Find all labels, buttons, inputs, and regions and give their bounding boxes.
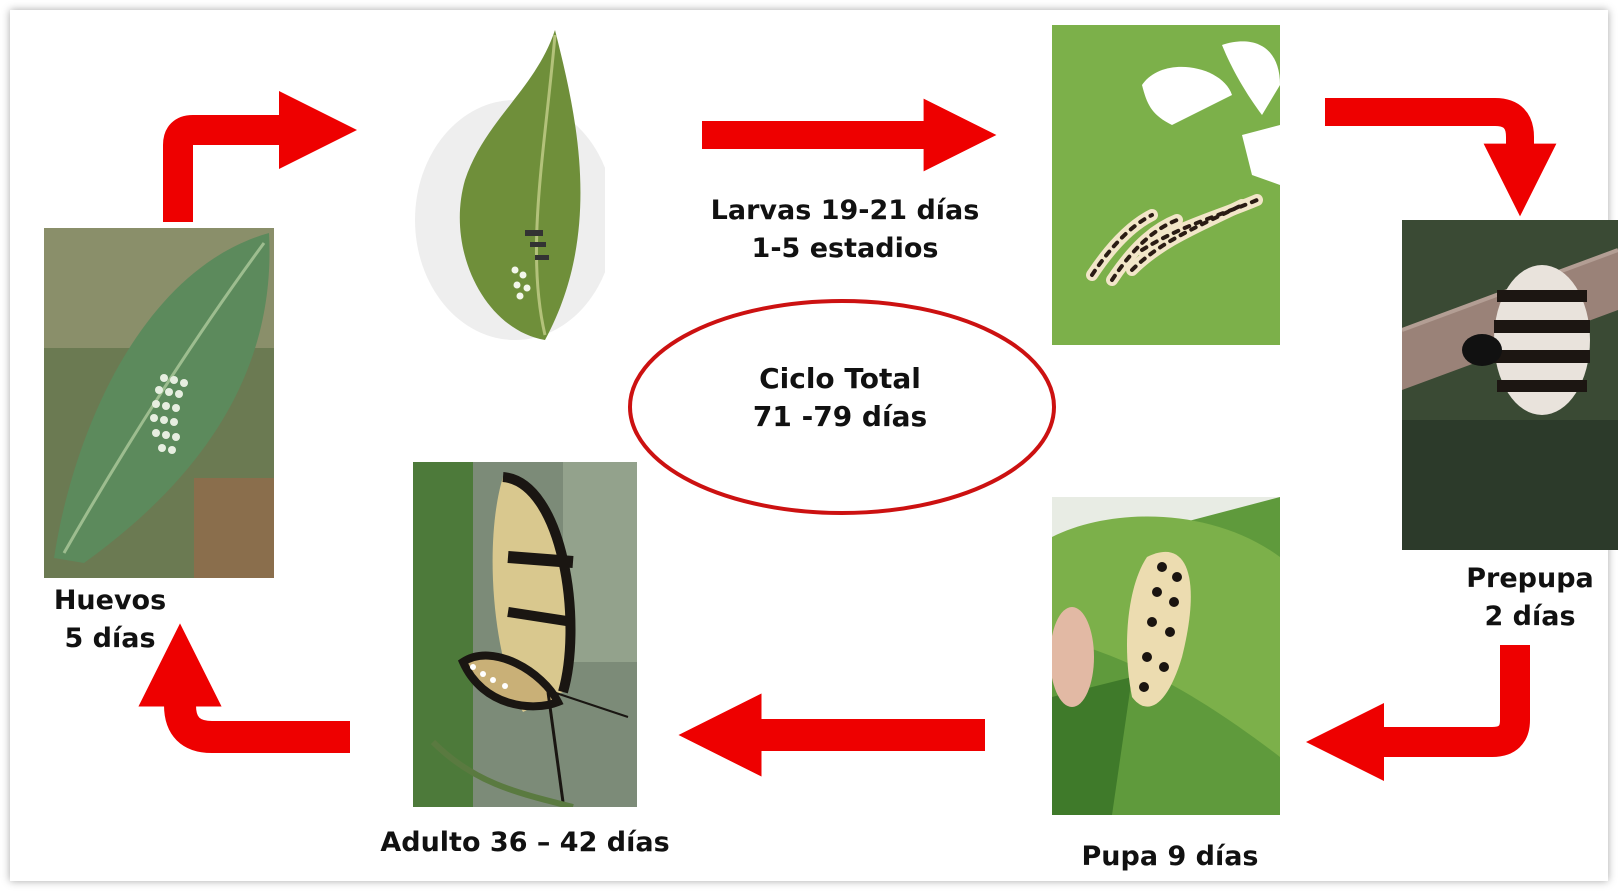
- adult-label: Adulto 36 – 42 días: [375, 824, 675, 862]
- total-cycle-line2: 71 -79 días: [640, 398, 1040, 436]
- larvae-photo: [1052, 25, 1280, 345]
- larvae-label-line1: Larvas 19-21 días: [700, 192, 990, 230]
- pupa-label: Pupa 9 días: [1070, 838, 1270, 876]
- total-cycle-line1: Ciclo Total: [640, 360, 1040, 398]
- eggs-label: Huevos 5 días: [40, 582, 180, 658]
- leaf-eggs-photo: [405, 30, 605, 345]
- prepupa-photo: [1402, 220, 1618, 550]
- eggs-photo: [44, 228, 274, 578]
- larvae-label: Larvas 19-21 días 1-5 estadios: [700, 192, 990, 268]
- pupa-label-line1: Pupa 9 días: [1070, 838, 1270, 876]
- adult-photo: [413, 462, 637, 807]
- prepupa-label-line1: Prepupa: [1455, 560, 1605, 598]
- prepupa-label-line2: 2 días: [1455, 598, 1605, 636]
- eggs-label-line1: Huevos: [40, 582, 180, 620]
- pupa-photo: [1052, 497, 1280, 815]
- adult-label-line1: Adulto 36 – 42 días: [375, 824, 675, 862]
- eggs-label-line2: 5 días: [40, 620, 180, 658]
- prepupa-label: Prepupa 2 días: [1455, 560, 1605, 636]
- total-cycle-label: Ciclo Total 71 -79 días: [640, 360, 1040, 436]
- larvae-label-line2: 1-5 estadios: [700, 230, 990, 268]
